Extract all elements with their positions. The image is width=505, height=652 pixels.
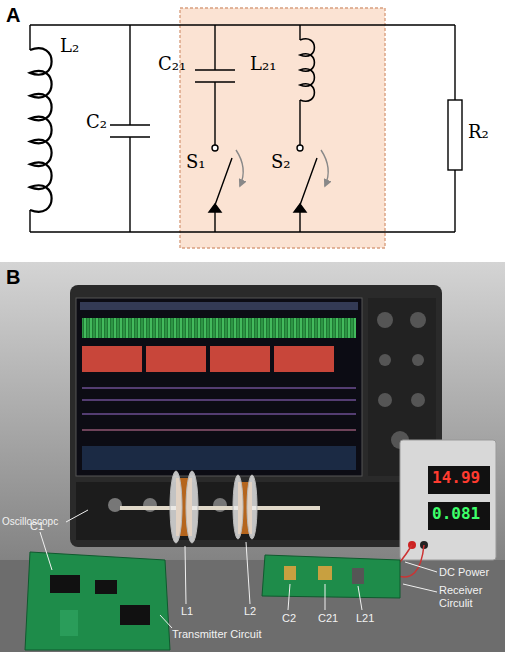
component-label: C₂₁ xyxy=(158,54,186,75)
component-label: S₂ xyxy=(271,152,291,173)
dc-power-supply xyxy=(380,440,496,577)
oscilloscope xyxy=(70,285,442,547)
resistor-symbol xyxy=(448,100,462,170)
component-label: L₂₁ xyxy=(250,54,276,75)
display-reading: 0.081 xyxy=(432,505,480,523)
switch-symbol xyxy=(209,145,243,232)
panel-letter: A xyxy=(6,4,20,27)
inductor-symbol xyxy=(30,48,52,212)
part-label: L2 xyxy=(244,605,256,618)
part-label: L1 xyxy=(181,605,193,618)
transmitter-board xyxy=(25,552,170,650)
capacitor-symbol xyxy=(110,25,150,232)
part-label: Transmitter Circuit xyxy=(172,628,261,641)
part-label: C2 xyxy=(282,612,296,625)
component-label: L₂ xyxy=(60,36,79,57)
leader-line xyxy=(40,510,437,628)
part-label: L21 xyxy=(356,612,374,625)
part-label: C21 xyxy=(318,612,338,625)
part-label: DC Power xyxy=(439,566,489,579)
part-label: C1 xyxy=(30,520,44,533)
display-reading: 14.99 xyxy=(432,469,480,487)
switch-symbol xyxy=(294,145,328,232)
wire xyxy=(29,25,30,232)
photo xyxy=(0,262,505,652)
wire xyxy=(30,25,455,232)
switch-network-region xyxy=(180,8,385,248)
component-label: R₂ xyxy=(468,122,489,143)
receiver-board xyxy=(262,555,400,598)
component-label: S₁ xyxy=(186,152,206,173)
schematic xyxy=(30,8,462,248)
part-label: Receiver Circulit xyxy=(439,584,501,609)
coil-assembly xyxy=(120,471,320,543)
component-label: C₂ xyxy=(86,112,107,133)
inductor-symbol xyxy=(300,39,314,101)
panel-letter: B xyxy=(6,266,20,289)
capacitor-symbol xyxy=(195,25,235,145)
